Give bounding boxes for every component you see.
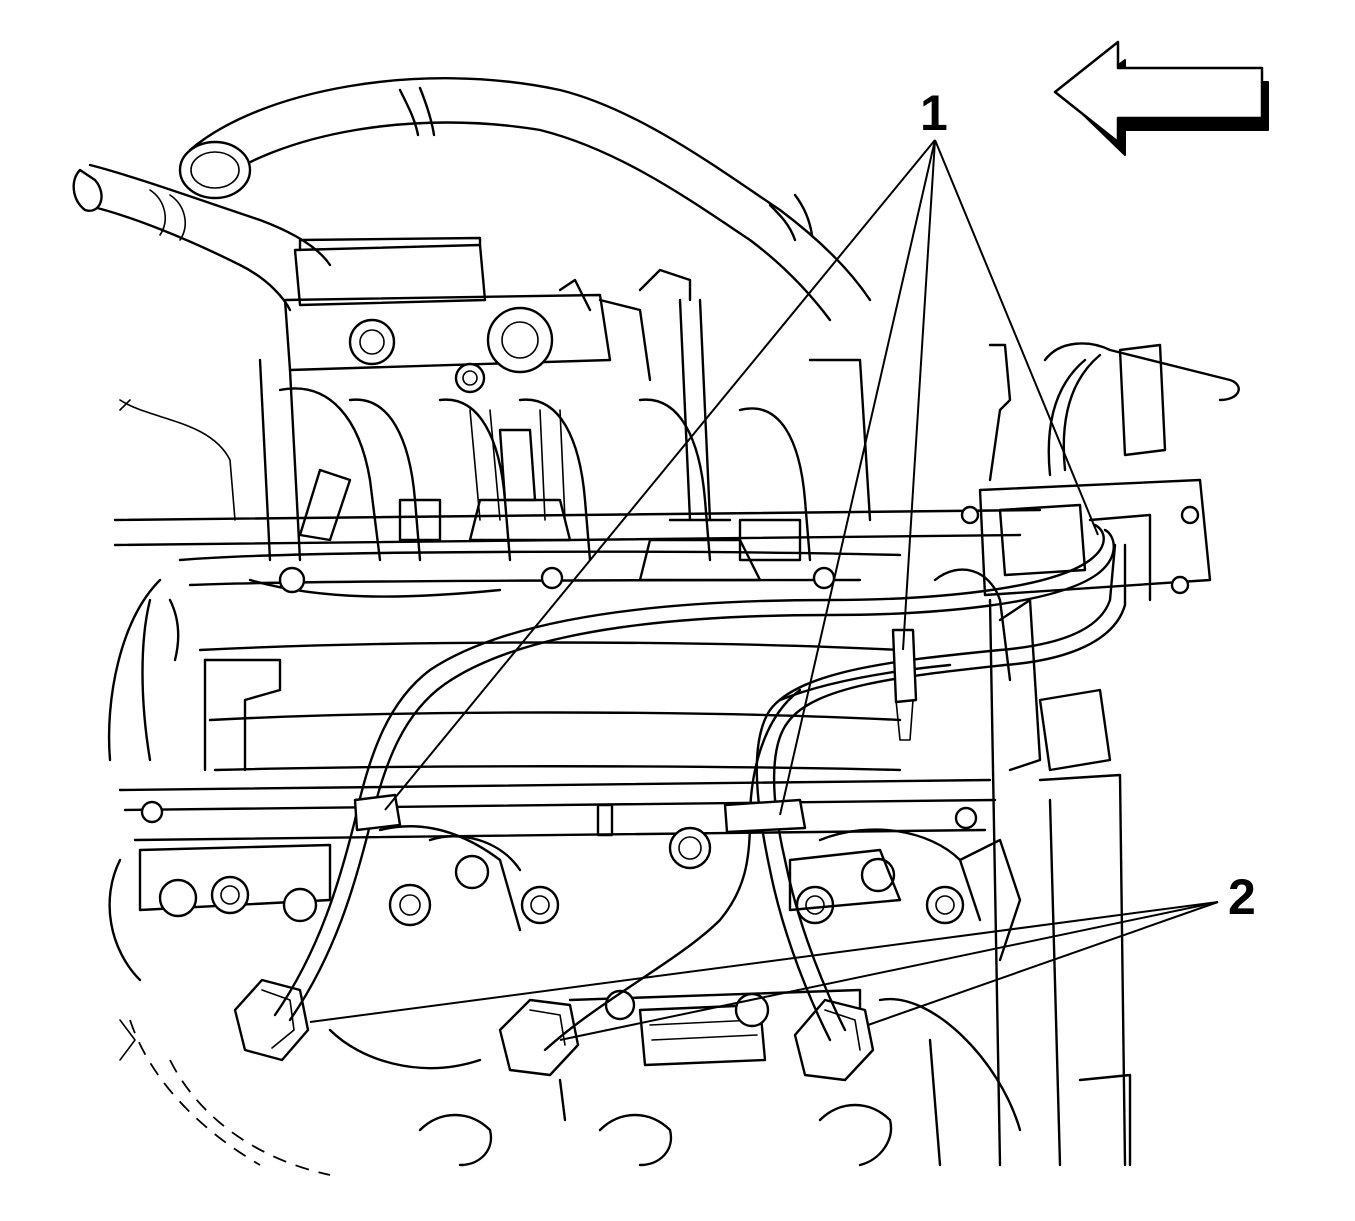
engine-block-lower <box>119 997 1022 1176</box>
spark-plug-wires <box>273 523 1127 1052</box>
throttle-body <box>258 236 652 562</box>
exhaust-manifold <box>108 825 1022 1012</box>
callout-1-leaders <box>384 139 1099 816</box>
right-side-components <box>933 342 1240 1167</box>
callout-2-leaders <box>309 901 1219 1041</box>
intake-manifold <box>278 358 872 562</box>
valve-cover <box>107 399 1042 870</box>
callout-label-2: 2 <box>1228 869 1256 925</box>
spark-plug-boots <box>233 978 875 1082</box>
callout-label-1: 1 <box>920 85 948 141</box>
upper-hoses <box>72 77 872 322</box>
arrow-left-icon <box>1053 40 1269 156</box>
